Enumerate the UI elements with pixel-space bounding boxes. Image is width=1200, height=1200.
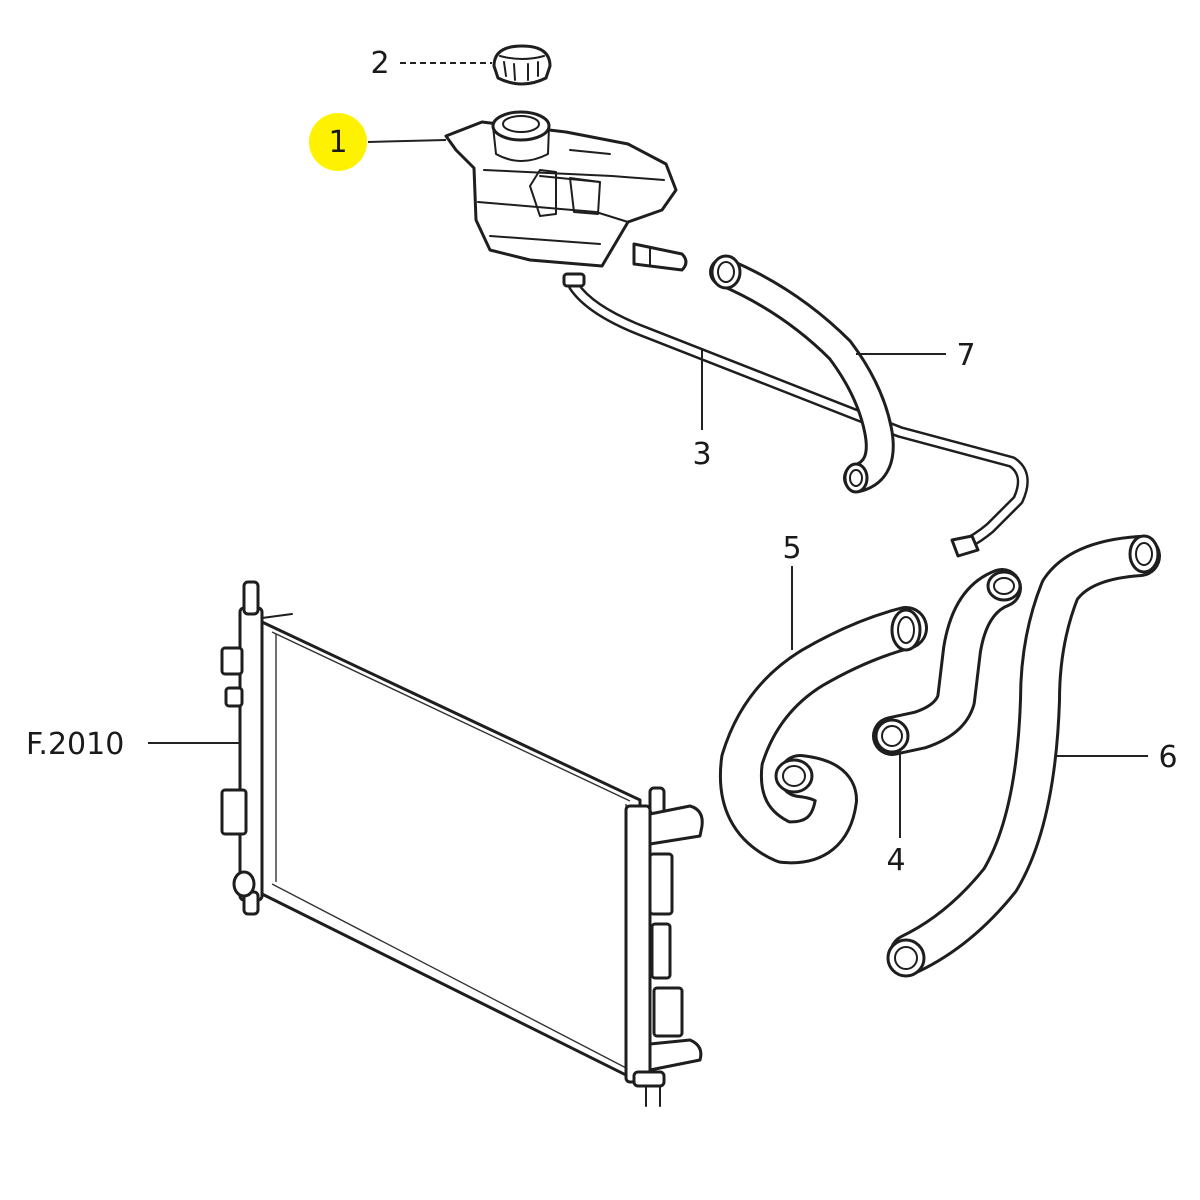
pressure-cap (492, 44, 552, 86)
callout-1-label: 1 (328, 125, 347, 160)
callout-1-group: 1 (309, 113, 367, 171)
hose-4 (872, 568, 1022, 756)
radiator (220, 580, 704, 1107)
radiator-left-tank (220, 580, 293, 916)
hose-7 (709, 254, 895, 494)
hose-6 (886, 534, 1161, 978)
expansion-tank (444, 110, 688, 272)
callout-3-label: 3 (692, 437, 711, 472)
vent-hose-3 (562, 272, 1029, 558)
leader-lines (148, 62, 1148, 838)
reference-label: F.2010 (26, 727, 124, 762)
callout-6-label: 6 (1158, 740, 1177, 775)
callout-7-label: 7 (956, 338, 975, 373)
callout-5-label: 5 (782, 531, 801, 566)
callout-4-label: 4 (886, 843, 905, 878)
callout-2-label: 2 (370, 46, 389, 81)
hose-5 (719, 606, 928, 865)
radiator-right-tank (624, 786, 704, 1107)
callout-1-highlight (309, 113, 367, 171)
